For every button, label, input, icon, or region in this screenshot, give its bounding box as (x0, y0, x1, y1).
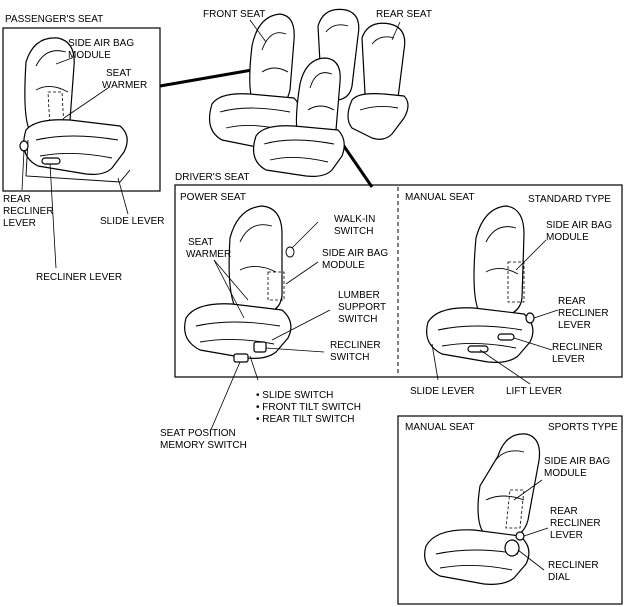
label-memory-switch-2: MEMORY SWITCH (160, 440, 247, 451)
label-sports-rear-recliner-2: RECLINER (550, 518, 601, 529)
label-recliner-switch: RECLINER (330, 340, 381, 351)
label-power-seat-warmer-2: WARMER (186, 249, 231, 260)
label-std-rear-recliner: REAR (558, 296, 586, 307)
sports-seat-frame (397, 415, 623, 605)
label-power-seat-warmer: SEAT (188, 237, 213, 248)
leader-front-seat (249, 19, 267, 43)
label-passenger-side-air-bag-2: MODULE (68, 50, 111, 61)
label-sports-type: SPORTS TYPE (548, 422, 618, 433)
label-passengers-seat: PASSENGER'S SEAT (5, 14, 103, 25)
label-passenger-rear-recliner-2: RECLINER (3, 206, 54, 217)
standard-seat-drawing (426, 205, 535, 363)
label-lumbar-support-3: SWITCH (338, 314, 377, 325)
label-passenger-recliner-lever: RECLINER LEVER (36, 272, 122, 283)
label-std-side-air-bag-2: MODULE (546, 232, 589, 243)
label-std-recliner-lever: RECLINER (552, 342, 603, 353)
label-front-seat: FRONT SEAT (203, 9, 265, 20)
label-recliner-switch-2: SWITCH (330, 352, 369, 363)
label-front-tilt-switch: • FRONT TILT SWITCH (256, 402, 361, 413)
overview-front-seat-right (253, 57, 345, 177)
label-passenger-seat-warmer-2: WARMER (102, 80, 147, 91)
label-sports-side-air-bag-2: MODULE (544, 468, 587, 479)
label-passenger-slide-lever: SLIDE LEVER (100, 216, 164, 227)
label-manual-seat-standard: MANUAL SEAT (405, 192, 474, 203)
power-seat-drawing (184, 205, 295, 363)
label-sports-side-air-bag: SIDE AIR BAG (544, 456, 610, 467)
label-std-side-air-bag: SIDE AIR BAG (546, 220, 612, 231)
label-sports-rear-recliner: REAR (550, 506, 578, 517)
label-passenger-seat-warmer: SEAT (106, 68, 131, 79)
label-sports-recliner-dial-2: DIAL (548, 572, 571, 583)
label-std-lift-lever: LIFT LEVER (506, 386, 562, 397)
connector-passenger (159, 68, 253, 88)
passenger-seat-frame (2, 27, 161, 192)
label-std-rear-recliner-3: LEVER (558, 320, 591, 331)
passenger-seat-drawing (19, 37, 131, 183)
label-rear-tilt-switch: • REAR TILT SWITCH (256, 414, 355, 425)
label-passenger-rear-recliner-3: LEVER (3, 218, 36, 229)
label-drivers-seat: DRIVER'S SEAT (175, 172, 250, 183)
label-rear-seat: REAR SEAT (376, 9, 432, 20)
label-power-side-air-bag-2: MODULE (322, 260, 365, 271)
label-sports-recliner-dial: RECLINER (548, 560, 599, 571)
label-manual-seat-sports: MANUAL SEAT (405, 422, 474, 433)
label-lumbar-support: LUMBER (338, 290, 380, 301)
label-power-side-air-bag: SIDE AIR BAG (322, 248, 388, 259)
label-power-seat: POWER SEAT (180, 192, 246, 203)
label-sports-rear-recliner-3: LEVER (550, 530, 583, 541)
sports-seat-drawing (424, 433, 541, 585)
label-passenger-side-air-bag: SIDE AIR BAG (68, 38, 134, 49)
label-memory-switch: SEAT POSITION (160, 428, 236, 439)
label-slide-switch: • SLIDE SWITCH (256, 390, 333, 401)
label-std-recliner-lever-2: LEVER (552, 354, 585, 365)
label-lumbar-support-2: SUPPORT (338, 302, 386, 313)
label-standard-type: STANDARD TYPE (528, 194, 611, 205)
label-walk-in-switch: WALK-IN (334, 214, 375, 225)
overview-rear-seat-right (347, 22, 409, 140)
label-std-slide-lever: SLIDE LEVER (410, 386, 474, 397)
label-passenger-rear-recliner: REAR (3, 194, 31, 205)
label-std-rear-recliner-2: RECLINER (558, 308, 609, 319)
leader-rear-seat (391, 21, 401, 41)
drivers-seat-frame (174, 184, 623, 378)
label-walk-in-switch-2: SWITCH (334, 226, 373, 237)
